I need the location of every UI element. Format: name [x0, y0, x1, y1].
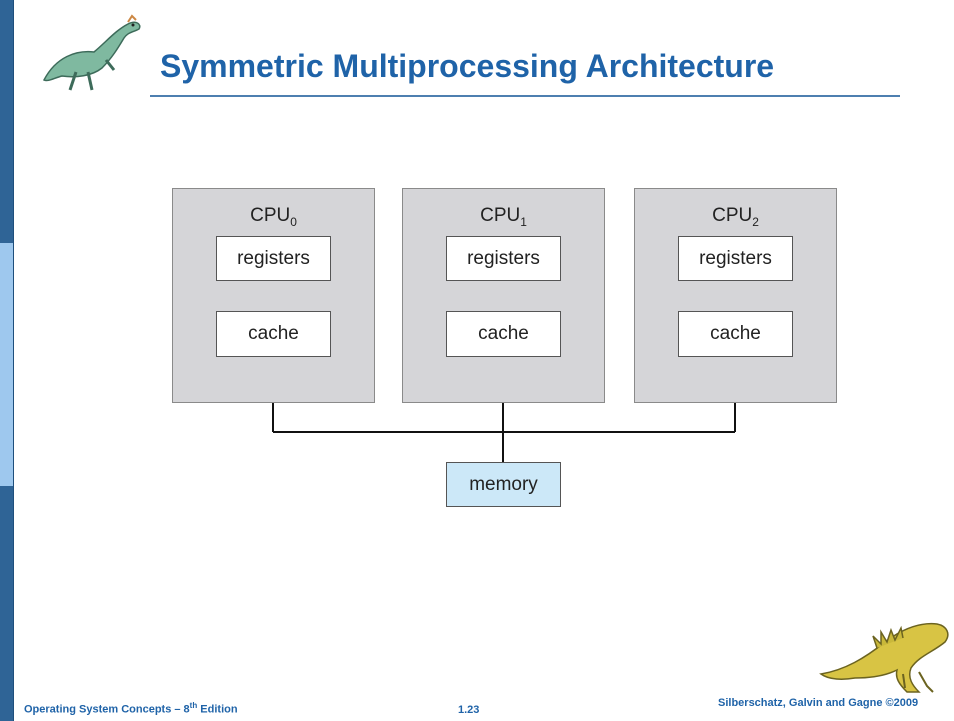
cpu-label: CPU1 [480, 205, 527, 229]
dinosaur-icon [819, 622, 949, 693]
slide-title: Symmetric Multiprocessing Architecture [160, 48, 775, 84]
cache-box: cache [678, 311, 793, 357]
cpu-panel-2: CPU2 registers cache [634, 188, 837, 403]
cpu-label: CPU2 [712, 205, 759, 229]
title-underline [150, 95, 900, 97]
footer-page-number: 1.23 [458, 704, 480, 716]
left-sidebar-edge [13, 0, 14, 721]
registers-box: registers [446, 236, 561, 281]
cpu-panel-1: CPU1 registers cache [402, 188, 605, 403]
registers-box: registers [216, 236, 331, 281]
left-sidebar-highlight [0, 243, 13, 486]
memory-box: memory [446, 462, 561, 507]
footer-copyright: Silberschatz, Galvin and Gagne ©2009 [718, 697, 919, 709]
cache-box: cache [216, 311, 331, 357]
dinosaur-icon [42, 14, 141, 91]
cpu-label: CPU0 [250, 205, 297, 229]
cache-box: cache [446, 311, 561, 357]
cpu-panel-0: CPU0 registers cache [172, 188, 375, 403]
registers-box: registers [678, 236, 793, 281]
footer-book-title: Operating System Concepts – 8th Edition [24, 701, 238, 716]
